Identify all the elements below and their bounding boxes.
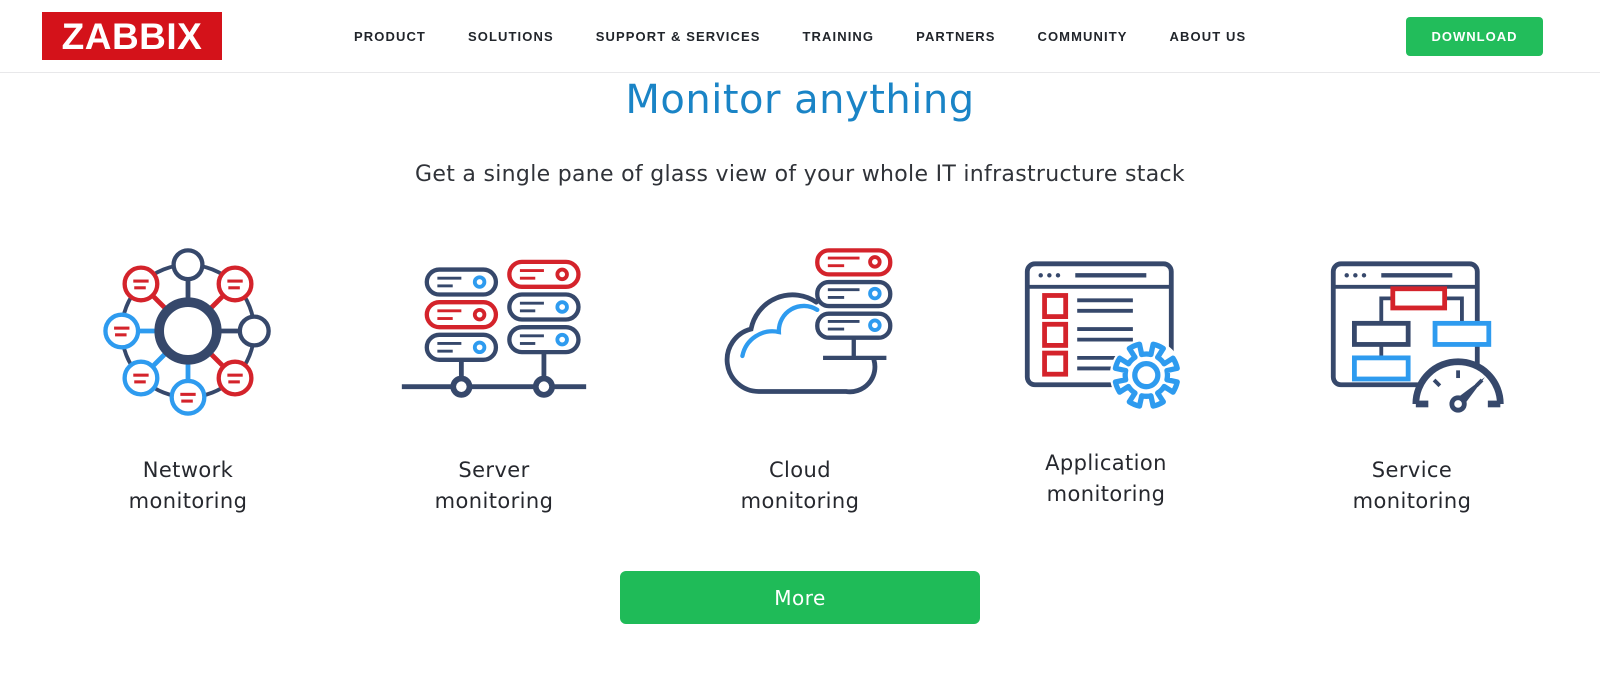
nav-item-solutions[interactable]: SOLUTIONS bbox=[467, 28, 554, 44]
features-row: Network monitoring bbox=[35, 235, 1565, 517]
network-hub-icon bbox=[92, 235, 284, 427]
header: ZABBIX PRODUCT SOLUTIONS SUPPORT & SERVI… bbox=[0, 0, 1600, 73]
feature-service-monitoring[interactable]: Service monitoring bbox=[1259, 235, 1565, 517]
feature-network-monitoring[interactable]: Network monitoring bbox=[35, 235, 341, 517]
more-button[interactable]: More bbox=[620, 571, 980, 624]
feature-label-network: Network monitoring bbox=[128, 458, 248, 513]
feature-label-server: Server monitoring bbox=[434, 458, 554, 513]
main-content: Monitor anything Get a single pane of gl… bbox=[0, 73, 1600, 624]
page-subtitle: Get a single pane of glass view of your … bbox=[415, 162, 1185, 187]
nav-item-product[interactable]: PRODUCT bbox=[354, 28, 426, 44]
feature-application-monitoring[interactable]: Application monitoring bbox=[953, 235, 1259, 517]
download-button[interactable]: DOWNLOAD bbox=[1406, 16, 1543, 56]
feature-label-service: Service monitoring bbox=[1352, 458, 1472, 513]
feature-label-cloud: Cloud monitoring bbox=[740, 458, 860, 513]
nav-item-training[interactable]: TRAINING bbox=[802, 28, 875, 44]
app-window-gear-icon bbox=[1010, 235, 1202, 427]
main-nav: PRODUCT SOLUTIONS SUPPORT & SERVICES TRA… bbox=[354, 29, 1246, 44]
page-title: Monitor anything bbox=[625, 77, 975, 123]
nav-item-community[interactable]: COMMUNITY bbox=[1037, 28, 1128, 44]
nav-item-support-services[interactable]: SUPPORT & SERVICES bbox=[595, 28, 761, 44]
zabbix-logo[interactable]: ZABBIX bbox=[42, 12, 222, 60]
feature-server-monitoring[interactable]: Server monitoring bbox=[341, 235, 647, 517]
feature-cloud-monitoring[interactable]: Cloud monitoring bbox=[647, 235, 953, 517]
nav-item-partners[interactable]: PARTNERS bbox=[916, 28, 996, 44]
service-window-gauge-icon bbox=[1316, 235, 1508, 427]
server-stack-icon bbox=[398, 235, 590, 427]
nav-item-about-us[interactable]: ABOUT US bbox=[1169, 28, 1247, 44]
cloud-servers-icon bbox=[704, 235, 896, 427]
feature-label-application: Application monitoring bbox=[1045, 451, 1167, 506]
